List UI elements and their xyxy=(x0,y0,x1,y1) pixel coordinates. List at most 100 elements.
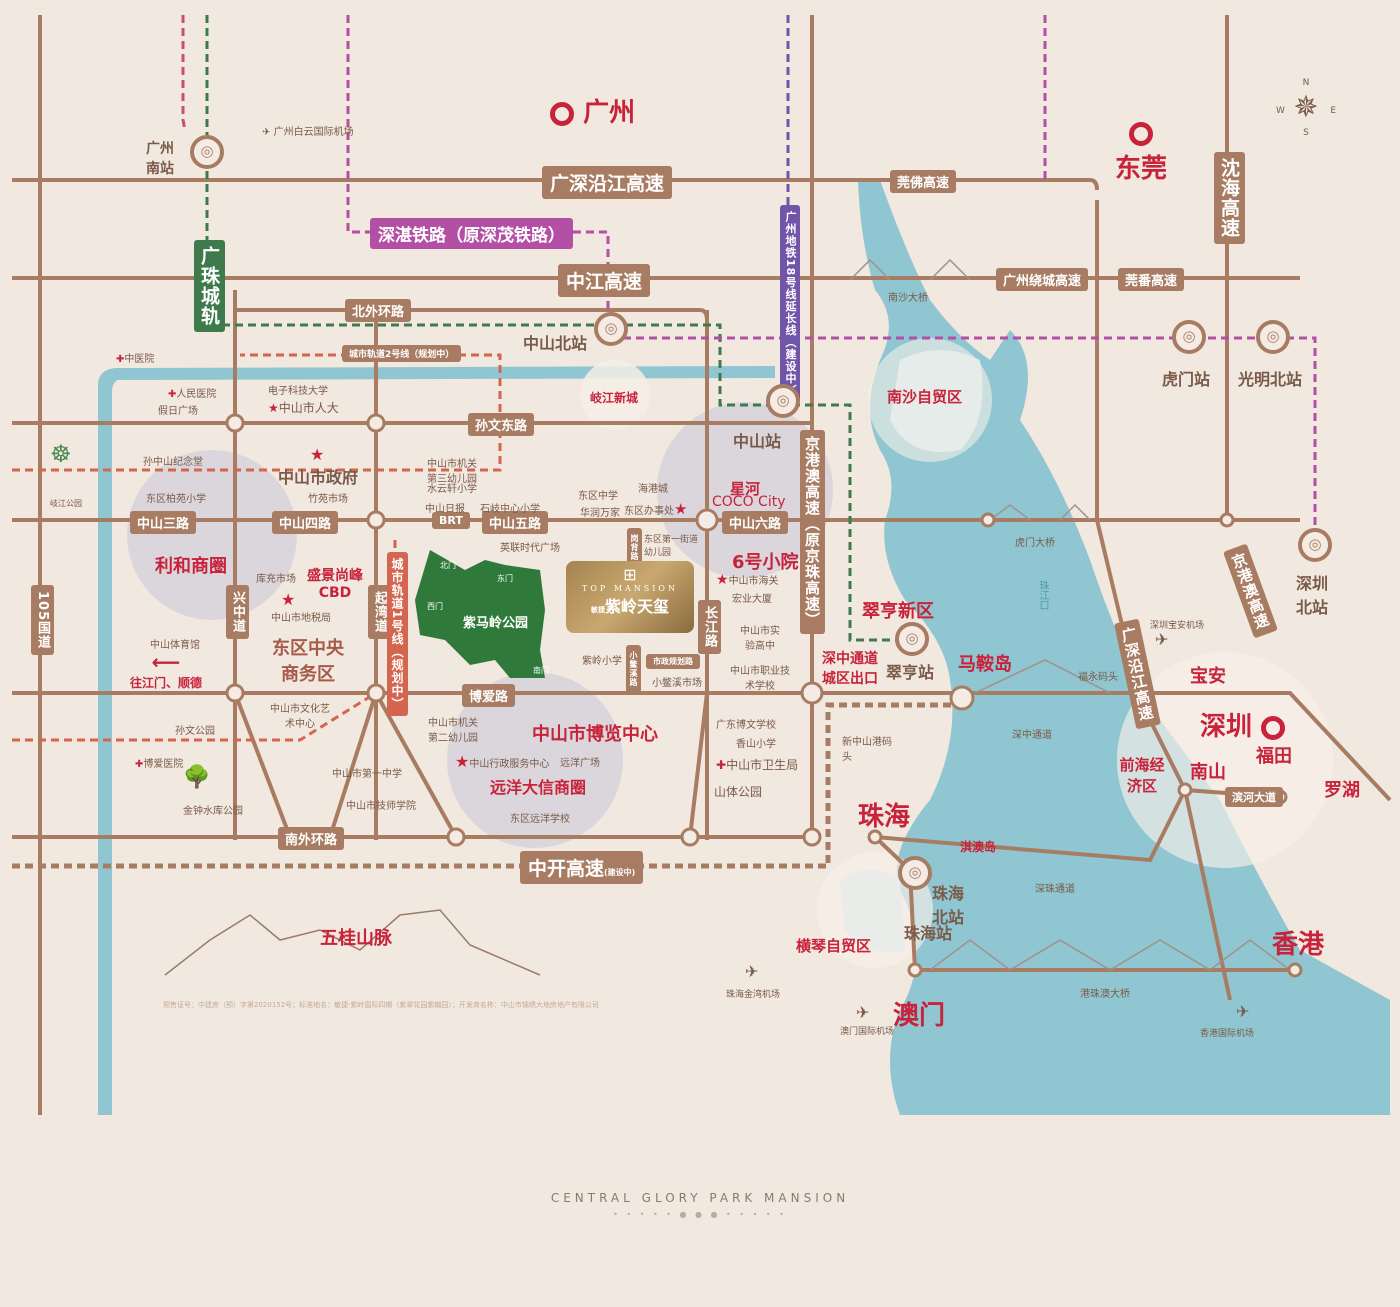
poi-label: 博爱医院 xyxy=(143,759,184,770)
road-label: 长江路 xyxy=(698,600,721,654)
area-shengjing: 盛景尚峰CBD xyxy=(307,568,363,601)
roads xyxy=(12,15,1392,1115)
poi: 东区办事处★ xyxy=(624,500,687,518)
poi: 中山市职业技术学校 xyxy=(730,666,790,692)
area-luohu: 罗湖 xyxy=(1324,780,1360,801)
mountain-range xyxy=(164,909,541,976)
hospital-icon: ✚ xyxy=(168,389,177,400)
compass-icon: N ✵ S W E xyxy=(1276,78,1336,138)
poi-label: 东区办事处 xyxy=(624,506,674,517)
road-label: 中山六路 xyxy=(722,511,789,534)
station-icon: ◎ xyxy=(1298,528,1332,562)
compass-n: N xyxy=(1302,78,1310,88)
poi: 电子科技大学 xyxy=(268,386,328,397)
poi: 东区中学 xyxy=(578,491,618,502)
poi: 紫岭小学 xyxy=(582,656,622,667)
compass-w: W xyxy=(1276,106,1285,116)
city-label: 深圳 xyxy=(1200,712,1253,742)
area-no6: 6号小院 xyxy=(732,552,799,573)
poi: 远洋广场 xyxy=(560,758,600,769)
project-logo-icon: ⊞ xyxy=(623,565,637,584)
star-icon: ★ xyxy=(716,572,729,588)
gate-label: 北门 xyxy=(440,561,456,570)
road-label-note: (建设中) xyxy=(604,868,636,877)
area-nansha: 南沙自贸区 xyxy=(887,388,963,406)
park-name: 紫马岭公园 xyxy=(463,616,529,631)
zimaling-park: 紫马岭公园 北门 东门 西门 南门 xyxy=(415,540,555,680)
poi: ✚博爱医院 xyxy=(135,755,183,770)
road-label: 孙文东路 xyxy=(468,413,535,436)
poi: 小鳖溪市场 xyxy=(652,678,702,689)
road-label: 博爱路 xyxy=(462,684,516,707)
station-label: 中山北站 xyxy=(523,334,588,353)
poi: 水云轩小学 xyxy=(427,484,477,495)
poi: 库充市场 xyxy=(256,574,296,585)
poi: 孙中山纪念堂 xyxy=(143,457,203,468)
road-label: 兴中道 xyxy=(226,585,249,639)
poi: 澳门国际机场 xyxy=(840,1027,895,1037)
poi-label: 中山市海关 xyxy=(728,576,779,587)
area-lihe: 利和商圈 xyxy=(155,556,227,577)
compass-e: E xyxy=(1330,106,1336,116)
airplane-icon: ✈ xyxy=(1155,630,1169,649)
project-brand: 敏捷 xyxy=(590,605,605,614)
station-label: 翠亨站 xyxy=(886,663,935,682)
poi: 港珠澳大桥 xyxy=(1080,989,1130,1000)
poi: 东区远洋学校 xyxy=(510,814,570,825)
poi: 石岐中心小学 xyxy=(480,504,540,515)
road-label: 中开高速(建设中) xyxy=(520,851,644,884)
station-icon: ◎ xyxy=(766,384,800,418)
arrow-left-icon: ⟵ xyxy=(151,650,181,674)
bridges xyxy=(849,258,1291,971)
area-cuiheng: 翠亨新区 xyxy=(862,601,934,622)
poi: 珠海金湾机场 xyxy=(726,990,781,1000)
city-zhuhai: 珠海 xyxy=(858,796,910,833)
poi: 新中山港码头 xyxy=(842,737,892,763)
poi: 中山体育馆 xyxy=(150,640,200,651)
road-label: 广州绕城高速 xyxy=(996,268,1089,291)
project-marker[interactable]: ⊞ TOP MANSION 敏捷紫岭天玺 xyxy=(566,561,694,633)
road-label: 中山四路 xyxy=(272,511,339,534)
road-label: 中山五路 xyxy=(482,511,549,534)
poi: 广东博文学校 xyxy=(716,720,776,731)
city-label: 澳门 xyxy=(893,1001,946,1031)
airplane-icon: ✈ xyxy=(262,127,271,138)
poi: 海港城 xyxy=(638,484,668,495)
poi: 中山市文化艺术中心 xyxy=(270,704,330,730)
poi-label: 中山市地税局 xyxy=(271,613,331,624)
road-label: 滨河大道 xyxy=(1225,787,1283,807)
road-label: 起湾道 xyxy=(368,585,391,639)
area-xinghe: 星河 xyxy=(730,480,761,498)
poi-label: 人民医院 xyxy=(176,389,217,400)
road-label: 中山三路 xyxy=(130,511,197,534)
station-icon: ◎ xyxy=(594,312,628,346)
poi: 香港国际机场 xyxy=(1200,1029,1255,1039)
road-label: 京港澳高速（原京珠高速） xyxy=(800,430,825,634)
poi: 金钟水库公园 xyxy=(183,806,243,817)
area-expo-center: 中山市博览中心 xyxy=(532,724,658,745)
area-nanshan: 南山 xyxy=(1190,762,1226,783)
poi: 福永码头 xyxy=(1078,672,1118,683)
road-label: 中江高速 xyxy=(558,264,651,297)
poi: 虎门大桥 xyxy=(1015,538,1055,549)
gate-label: 西门 xyxy=(427,602,443,611)
hospital-icon: ✚ xyxy=(716,758,727,772)
area-yuanyang: 远洋大信商圈 xyxy=(490,778,587,797)
area-qijiang: 岐江新城 xyxy=(590,391,639,405)
city-marker-icon xyxy=(1129,121,1153,146)
station-icon: ◎ xyxy=(1172,320,1206,354)
road-label: 小鳖溪路 xyxy=(626,645,641,693)
city-macau: 澳门 xyxy=(893,995,945,1032)
station-icon: ◎ xyxy=(895,622,929,656)
area-hengqin: 横琴自贸区 xyxy=(796,937,872,955)
star-icon: ★ xyxy=(281,590,296,609)
city-dongguan: 东莞 xyxy=(1115,118,1167,185)
city-label: 广州 xyxy=(583,98,636,128)
poi: 假日广场 xyxy=(158,406,198,417)
airplane-icon: ✈ xyxy=(1236,1002,1250,1021)
station-label: 珠海站 xyxy=(904,924,953,943)
footer-title: CENTRAL GLORY PARK MANSION xyxy=(550,1191,850,1205)
poi: ★中山市海关 xyxy=(716,572,779,588)
project-name: 紫岭天玺 xyxy=(604,597,669,616)
poi: 香山小学 xyxy=(736,739,776,750)
